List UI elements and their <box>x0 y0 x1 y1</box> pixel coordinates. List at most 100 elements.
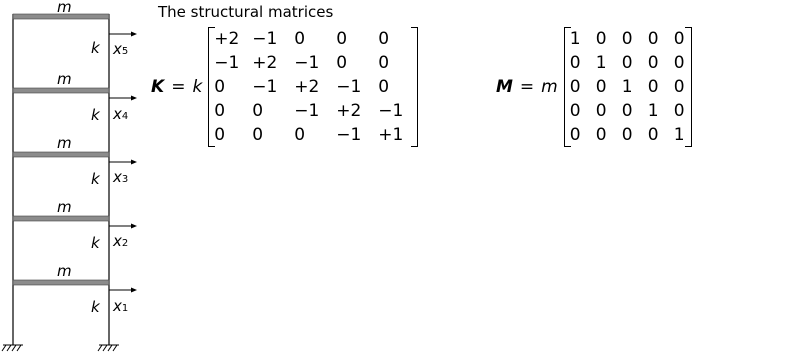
stiffness-matrix: +2 −1 0 0 0 −1 +2 −1 0 0 0 −1 +2 −1 0 0 0 −1 +2 −1 0 0 0 −1 +1 <box>214 27 412 147</box>
mass-matrix-cell: 0 <box>569 101 581 121</box>
mass-matrix-cell: 0 <box>621 29 633 49</box>
stiffness-matrix-cell: 0 <box>336 29 348 49</box>
mass-matrix-cell: 0 <box>595 101 607 121</box>
dof-label: x4 <box>113 105 129 123</box>
stiffness-matrix-row: 0 −1 +2 −1 0 <box>214 75 412 99</box>
mass-matrix-cell: 1 <box>595 53 607 73</box>
stiffness-matrix-cell: −1 <box>294 53 320 73</box>
mass-matrix-cell: 0 <box>621 125 633 145</box>
dof-arrow <box>109 31 137 37</box>
stiffness-matrix-cell: +2 <box>214 29 240 49</box>
dof-arrow <box>109 287 137 293</box>
dof-arrow <box>109 223 137 229</box>
mass-matrix-cell: 1 <box>621 77 633 97</box>
stiffness-matrix-cell: 0 <box>294 125 306 145</box>
stiffness-matrix-cell: −1 <box>336 125 362 145</box>
stiffness-matrix-cell: −1 <box>214 53 240 73</box>
mass-matrix-cell: 0 <box>673 101 685 121</box>
mass-matrix-cell: 0 <box>621 101 633 121</box>
stiffness-matrix-cell: −1 <box>336 77 362 97</box>
mass-matrix-cell: 0 <box>673 77 685 97</box>
floor-slab <box>12 87 110 94</box>
stiffness-matrix-cell: +2 <box>294 77 320 97</box>
dof-arrow <box>109 95 137 101</box>
mass-matrix-cell: 0 <box>621 53 633 73</box>
stiffness-matrix-cell: 0 <box>378 29 390 49</box>
stiffness-label: k <box>91 170 100 188</box>
mass-matrix-cell: 0 <box>647 53 659 73</box>
mass-scalar: m <box>541 77 558 97</box>
mass-matrix-name: M <box>496 77 513 97</box>
stiffness-matrix-cell: −1 <box>252 77 278 97</box>
dof-label: x5 <box>113 40 129 58</box>
floor-slab <box>12 215 110 222</box>
mass-label: m <box>57 70 72 88</box>
stiffness-matrix-cell: +1 <box>378 125 404 145</box>
stiffness-matrix-cell: 0 <box>378 77 390 97</box>
stiffness-matrix-cell: −1 <box>252 29 278 49</box>
stiffness-label: k <box>91 39 100 57</box>
stiffness-matrix-cell: 0 <box>294 29 306 49</box>
dof-arrow <box>109 159 137 165</box>
mass-matrix-cell: 0 <box>673 53 685 73</box>
stiffness-matrix-cell: 0 <box>214 125 226 145</box>
stiffness-matrix-cell: 0 <box>214 77 226 97</box>
equals-sign: = <box>519 77 535 97</box>
mass-matrix-cell: 1 <box>673 125 685 145</box>
floor-slab <box>12 13 110 20</box>
equals-sign: = <box>171 77 186 97</box>
stiffness-matrix-name: K <box>151 77 165 97</box>
stiffness-matrix-cell: +2 <box>336 101 362 121</box>
stiffness-matrix-cell: 0 <box>252 125 264 145</box>
stiffness-matrix-cell: +2 <box>252 53 278 73</box>
mass-matrix-cell: 0 <box>569 77 581 97</box>
stiffness-matrix-row: 0 0 0 −1 +1 <box>214 123 412 147</box>
mass-matrix-cell: 0 <box>595 125 607 145</box>
shear-frame-diagram <box>1 13 137 352</box>
section-title: The structural matrices <box>158 3 334 21</box>
stiffness-scalar: k <box>192 77 203 97</box>
mass-label: m <box>57 0 72 16</box>
mass-matrix-cell: 0 <box>569 53 581 73</box>
mass-matrix-cell: 0 <box>647 29 659 49</box>
stiffness-matrix-cell: −1 <box>294 101 320 121</box>
mass-label: m <box>57 262 72 280</box>
stiffness-matrix-cell: 0 <box>378 53 390 73</box>
stiffness-label: k <box>91 234 100 252</box>
stiffness-matrix-cell: −1 <box>378 101 404 121</box>
mass-label: m <box>57 134 72 152</box>
mass-matrix-cell: 0 <box>647 125 659 145</box>
mass-matrix-cell: 0 <box>595 77 607 97</box>
stiffness-matrix-cell: 0 <box>336 53 348 73</box>
fixed-support-left <box>1 344 23 352</box>
stiffness-label: k <box>91 106 100 124</box>
dof-label: x2 <box>113 232 129 250</box>
mass-label: m <box>57 198 72 216</box>
mass-matrix-cell: 0 <box>673 29 685 49</box>
stiffness-matrix-row: 0 0 −1 +2 −1 <box>214 99 412 123</box>
stiffness-matrix-brackets: +2 −1 0 0 0 −1 +2 −1 0 0 0 −1 +2 −1 0 0 0 −1 +2 −1 0 0 0 −1 +1 <box>208 27 419 147</box>
mass-matrix-cell: 1 <box>647 101 659 121</box>
floor-slab <box>12 279 110 286</box>
stiffness-matrix-cell: 0 <box>252 101 264 121</box>
dof-label: x3 <box>113 168 129 186</box>
mass-matrix-cell: 0 <box>647 77 659 97</box>
fixed-support-right <box>97 344 119 352</box>
stiffness-label: k <box>91 298 100 316</box>
stiffness-matrix-cell: 0 <box>214 101 226 121</box>
floor-slab <box>12 151 110 158</box>
mass-matrix-cell: 0 <box>569 125 581 145</box>
mass-matrix-cell: 0 <box>595 29 607 49</box>
mass-matrix-cell: 1 <box>569 29 581 49</box>
stiffness-matrix-row: +2 −1 0 0 0 <box>214 27 412 51</box>
dof-label: x1 <box>113 297 129 315</box>
